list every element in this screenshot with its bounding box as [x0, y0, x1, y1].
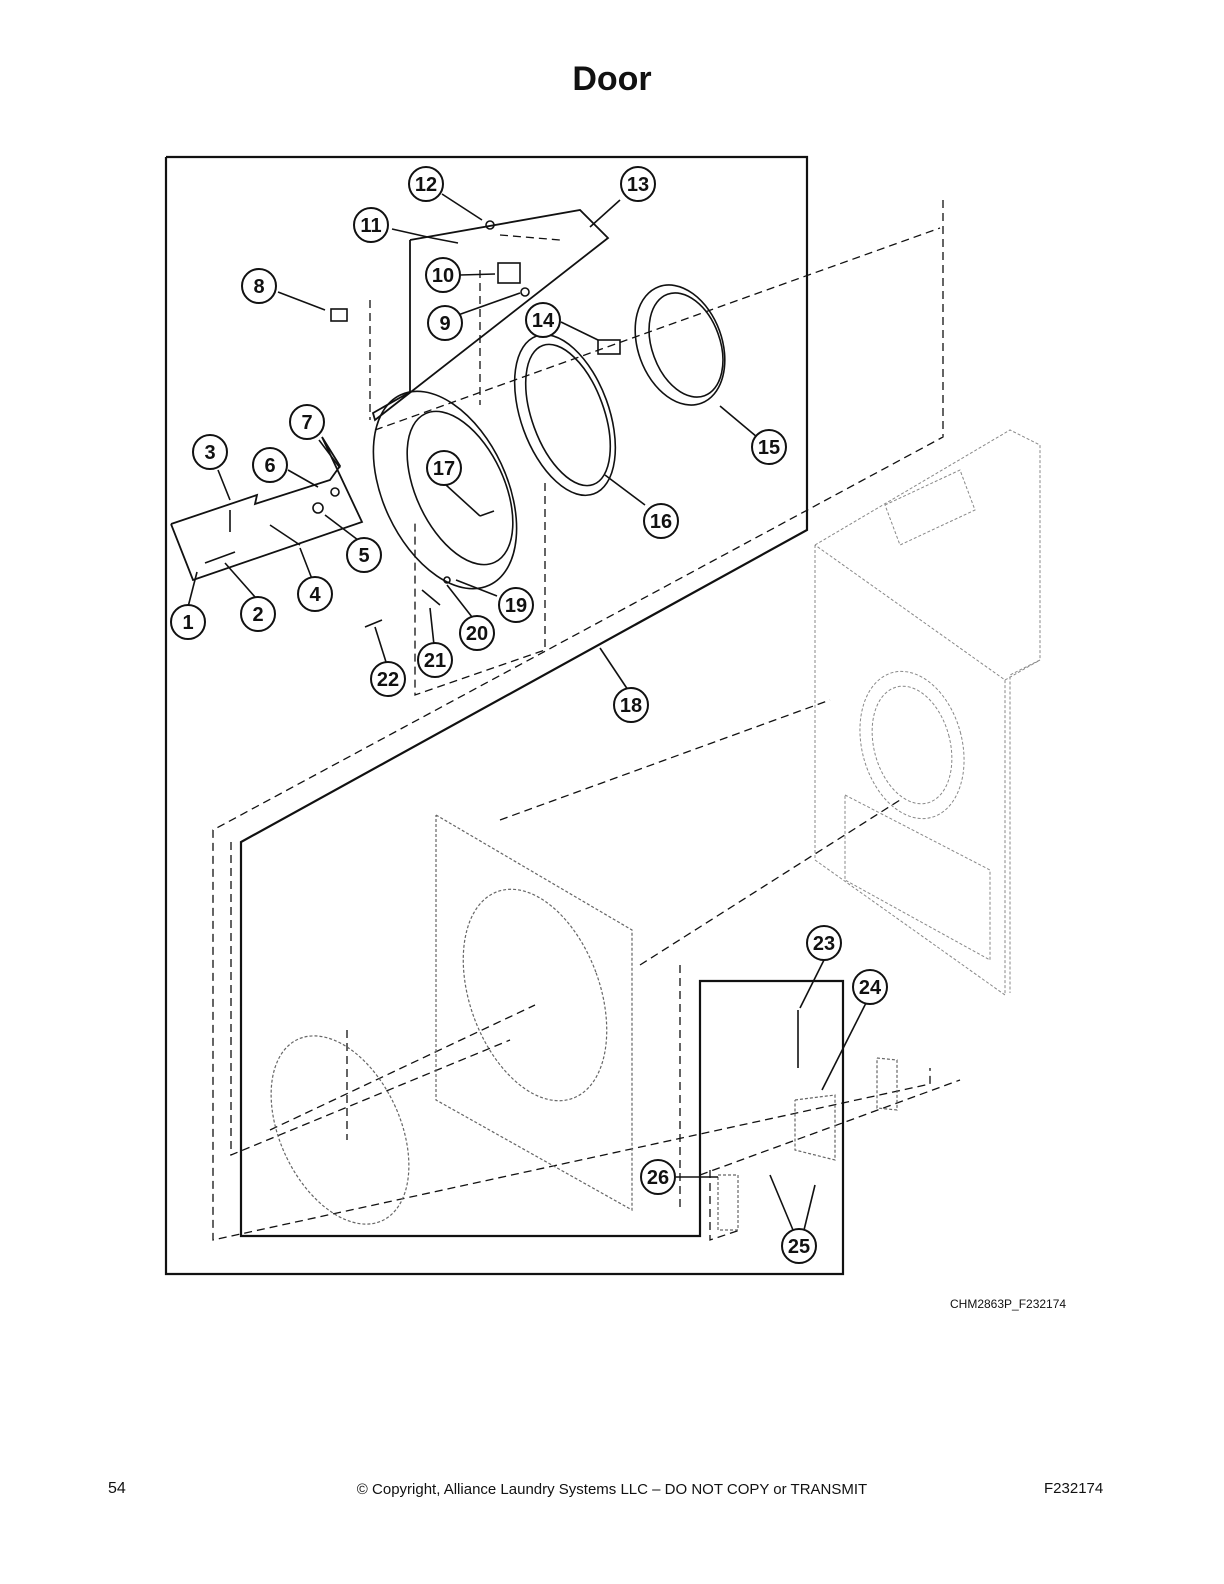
callout-12: 12: [408, 166, 444, 202]
door-assembly-boundary: [164, 155, 845, 1276]
callout-11: 11: [353, 207, 389, 243]
svg-text:7: 7: [301, 412, 312, 434]
callout-20: 20: [459, 615, 495, 651]
svg-text:2: 2: [252, 604, 263, 626]
callout-6: 6: [252, 447, 288, 483]
callout-25: 25: [781, 1228, 817, 1264]
callout-13: 13: [620, 166, 656, 202]
callout-18: 18: [613, 687, 649, 723]
machine-cabinet: [814, 429, 1041, 996]
hinge-plate: [794, 1094, 836, 1161]
callout-16: 16: [643, 503, 679, 539]
page-title: Door: [572, 60, 652, 98]
svg-text:3: 3: [204, 442, 215, 464]
svg-text:19: 19: [505, 595, 527, 617]
door-ring-inner: [406, 410, 514, 566]
pin-subassembly-boundary: [170, 436, 364, 582]
callout-23: 23: [806, 925, 842, 961]
svg-text:13: 13: [627, 174, 649, 196]
svg-text:18: 18: [620, 695, 642, 717]
callout-5: 5: [346, 537, 382, 573]
svg-text:25: 25: [788, 1236, 810, 1258]
svg-text:14: 14: [532, 310, 555, 332]
door-glass: [634, 284, 726, 406]
svg-text:9: 9: [439, 313, 450, 335]
panel-opening: [462, 888, 608, 1102]
inner-dashed-guide: [230, 842, 511, 1156]
callout-4: 4: [297, 576, 333, 612]
svg-text:11: 11: [360, 215, 381, 237]
callout-7: 7: [289, 404, 325, 440]
copyright-notice: © Copyright, Alliance Laundry Systems LL…: [356, 1481, 868, 1498]
svg-text:17: 17: [433, 458, 455, 480]
svg-text:16: 16: [650, 511, 672, 533]
svg-text:22: 22: [377, 669, 399, 691]
svg-text:12: 12: [415, 174, 437, 196]
svg-text:20: 20: [466, 623, 488, 645]
loose-gasket: [270, 1035, 410, 1225]
callout-17: 17: [426, 450, 462, 486]
callout-3: 3: [192, 434, 228, 470]
svg-text:6: 6: [264, 455, 275, 477]
outer-dashed-guide: [212, 200, 944, 1241]
callout-26: 26: [640, 1159, 676, 1195]
svg-text:4: 4: [309, 584, 321, 606]
svg-text:10: 10: [432, 265, 454, 287]
callout-1: 1: [170, 604, 206, 640]
bracket-part: [597, 339, 621, 355]
callout-2: 2: [240, 596, 276, 632]
page-number: 54: [108, 1480, 126, 1497]
document-id: F232174: [1044, 1480, 1104, 1497]
front-panel: [435, 814, 633, 1212]
callout-14: 14: [525, 302, 561, 338]
svg-text:15: 15: [758, 437, 780, 459]
callout-22: 22: [370, 661, 406, 697]
svg-text:24: 24: [859, 977, 882, 999]
svg-text:23: 23: [813, 933, 835, 955]
callout-8: 8: [241, 268, 277, 304]
hinge-block: [497, 262, 521, 284]
callout-24: 24: [852, 969, 888, 1005]
door-ring-outer: [372, 390, 518, 590]
label-part: [330, 308, 348, 322]
svg-text:5: 5: [358, 545, 369, 567]
callout-21: 21: [417, 642, 453, 678]
figure-id: CHM2863P_F232174: [950, 1297, 1067, 1311]
callout-10: 10: [425, 257, 461, 293]
svg-text:26: 26: [647, 1167, 669, 1189]
svg-text:21: 21: [424, 650, 446, 672]
callout-9: 9: [427, 305, 463, 341]
svg-text:1: 1: [182, 612, 193, 634]
svg-text:8: 8: [253, 276, 264, 298]
callout-15: 15: [751, 429, 787, 465]
callout-19: 19: [498, 587, 534, 623]
